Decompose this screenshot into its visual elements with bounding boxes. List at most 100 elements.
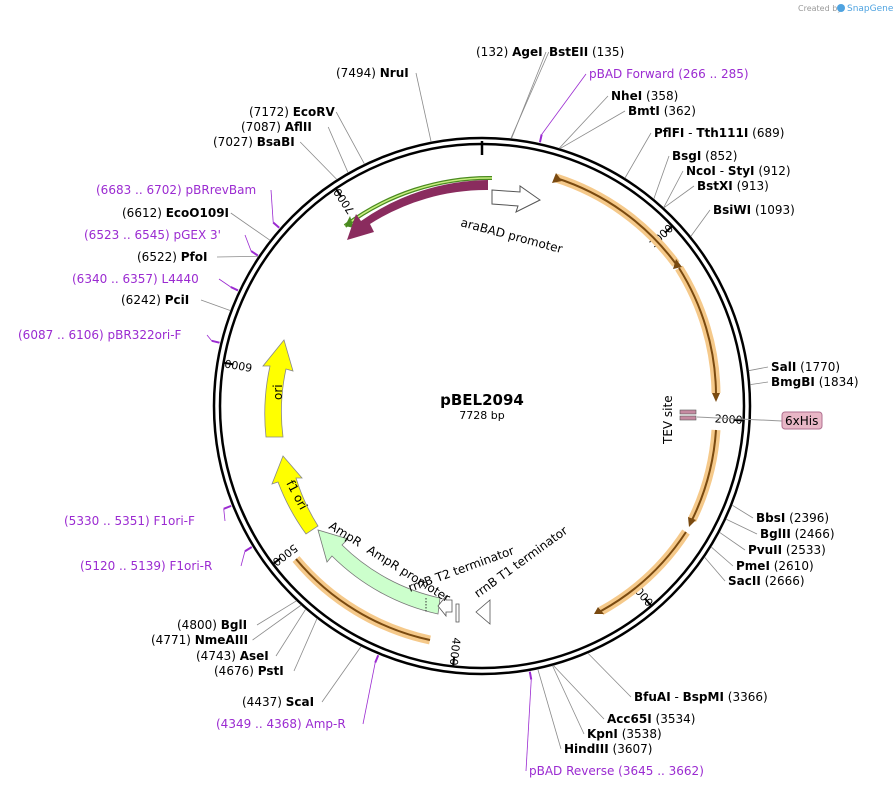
enzyme-site-nrui: (7494) NruI	[336, 66, 409, 80]
credit-brand: SnapGene	[847, 4, 894, 14]
6xHis-badge	[781, 411, 823, 430]
enzyme-site-hindiii: HindIII (3607)	[564, 742, 652, 756]
leader-lines	[200, 51, 769, 772]
enzyme-site-bmti: BmtI (362)	[628, 104, 696, 118]
primer-pbad-forward: pBAD Forward (266 .. 285)	[589, 67, 749, 81]
tick-label-4000: 4000	[447, 637, 463, 666]
leader-pvuii	[719, 531, 746, 551]
enzyme-site-aflii: (7087) AflII	[241, 120, 312, 134]
primer-mark-7	[374, 654, 380, 664]
tick-label-6000: 6000	[224, 356, 254, 373]
araC-feature	[347, 180, 488, 240]
enzyme-site-bsiwi: BsiWI (1093)	[713, 203, 795, 217]
enzyme-site-agei: (132) AgeI	[476, 45, 543, 59]
tev-site-feature	[679, 409, 697, 415]
credit-text: Created by	[798, 4, 842, 13]
enzyme-site-bglii: BglII (2466)	[760, 527, 835, 541]
leader-sacii	[704, 556, 726, 582]
f1-ori-feature	[271, 455, 319, 535]
cds-arrow-tick-3	[712, 393, 720, 402]
leader-bgli	[256, 600, 297, 626]
primer-f1ori-f: (5330 .. 5351) F1ori-F	[64, 514, 195, 528]
enzyme-site-psti: (4676) PstI	[214, 664, 284, 678]
cds-segment-3-glow	[687, 429, 721, 522]
enzyme-site-asei: (4743) AseI	[196, 649, 269, 663]
rrnB-T2-feature	[455, 603, 460, 623]
leader-psti	[293, 618, 318, 672]
plasmid-name: pBEL2094	[440, 391, 524, 409]
leader-bstxi	[663, 185, 695, 209]
tick-mark-5000	[273, 557, 282, 565]
leader-pmei	[710, 546, 734, 567]
enzyme-site-ncoi: NcoI - StyI (912)	[686, 164, 791, 178]
enzyme-site-pfoi: (6522) PfoI	[137, 250, 207, 264]
cds-segment-1-glow	[554, 173, 680, 267]
leader-nhei	[558, 95, 609, 149]
cds-arrow-tick-5	[594, 607, 604, 614]
backbone-outer	[212, 136, 752, 676]
primer-amp-r: (4349 .. 4368) Amp-R	[216, 717, 346, 731]
enzyme-site-bsgi: BsgI (852)	[672, 149, 737, 163]
tick-label-2000: 2000	[714, 412, 743, 427]
primer-mark-5	[223, 504, 232, 510]
enzyme-site-scai: (4437) ScaI	[242, 695, 314, 709]
leader-acc65i	[553, 665, 605, 720]
cds-segment-4	[600, 531, 687, 612]
primer-pbad-reverse: pBAD Reverse (3645 .. 3662)	[529, 764, 704, 778]
cds-segment-1	[555, 177, 677, 265]
tev-site-label: TEV site	[661, 395, 675, 445]
enzyme-site-pvuii: PvuII (2533)	[748, 543, 826, 557]
primer-pbrrevbam: (6683 .. 6702) pBRrevBam	[96, 183, 256, 197]
enzyme-site-sacii: SacII (2666)	[728, 574, 805, 588]
enzyme-site-bfuai: BfuAI - BspMI (3366)	[634, 690, 768, 704]
enzyme-site-bbsi: BbsI (2396)	[756, 511, 829, 525]
leader-bbsi	[731, 504, 754, 519]
enzyme-site-bmgbi: BmgBI (1834)	[771, 375, 859, 389]
enzyme-site-nmeaiii: (4771) NmeAIII	[151, 633, 248, 647]
cds-segment-2	[678, 267, 717, 394]
enzyme-site-bgli: (4800) BglI	[177, 618, 247, 632]
primer-mark-6	[244, 546, 253, 553]
primer-mark-0	[538, 134, 543, 143]
primer-mark-8	[528, 671, 533, 680]
araC-outline-inner	[344, 177, 493, 227]
6xHis-feature	[679, 415, 697, 421]
enzyme-site-pflfi: PflFI - Tth111I (689)	[654, 126, 784, 140]
araBAD-promoter-label: araBAD promoter	[459, 215, 564, 256]
leader-bfuai	[587, 652, 632, 698]
leader-sali	[748, 366, 769, 372]
enzyme-site-bsteii: BstEII (135)	[549, 45, 624, 59]
his-leader	[696, 416, 783, 422]
enzyme-site-ecorv: (7172) EcoRV	[249, 105, 336, 119]
primer-leader-7	[362, 662, 376, 725]
leader-ecoo109i	[230, 212, 271, 241]
leader-aflii	[327, 126, 349, 173]
primer-leader-0	[541, 73, 587, 135]
tick-mark-7000	[335, 188, 343, 198]
primer-leader-6	[240, 551, 246, 567]
snapgene-credit: Created by SnapGene	[798, 4, 894, 14]
enzyme-site-bsabi: (7027) BsaBI	[213, 135, 295, 149]
primer-leader-5	[223, 508, 226, 522]
enzyme-site-sali: SalI (1770)	[771, 360, 840, 374]
primer-mark-4	[211, 339, 220, 344]
araBAD-promoter-feature	[491, 185, 541, 213]
tick-mark-4000	[452, 656, 456, 666]
leader-nrui	[415, 72, 432, 142]
leader-scai	[321, 646, 362, 703]
primer-leader-2	[244, 234, 252, 252]
primer-mark-2	[250, 250, 259, 257]
plasmid-length: 7728 bp	[459, 409, 504, 422]
primer-leader-8	[525, 679, 532, 772]
araC-label: araC	[418, 198, 449, 219]
rrnB-T1-feature	[475, 599, 491, 625]
primer-f1ori-r: (5120 .. 5139) F1ori-R	[80, 559, 212, 573]
enzyme-site-pcii: (6242) PciI	[121, 293, 189, 307]
tick-mark-6000	[224, 361, 234, 366]
leader-bsteii	[511, 51, 547, 139]
cds-arrow-tick-4	[688, 517, 696, 527]
leader-bsiwi	[690, 209, 711, 237]
tick-mark-3000	[644, 597, 652, 606]
